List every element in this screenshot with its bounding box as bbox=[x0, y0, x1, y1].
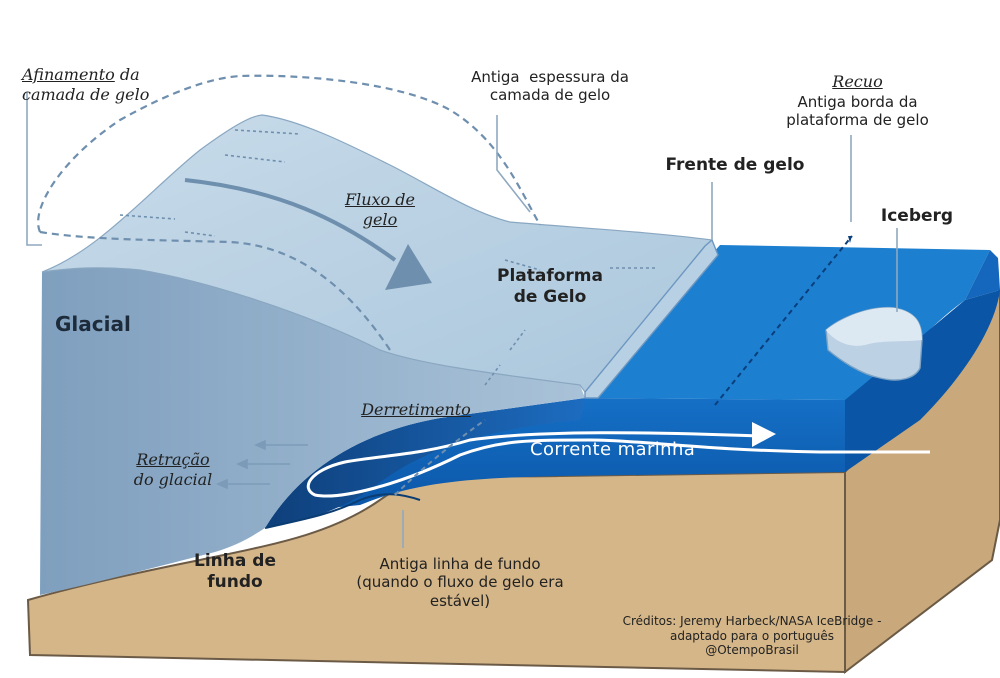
label-antiga-linha-line2: (quando o fluxo de gelo era bbox=[356, 573, 564, 592]
ocean-side bbox=[845, 290, 1000, 472]
label-retracao-line1: Retração bbox=[136, 450, 210, 469]
label-frente-de-gelo: Frente de gelo bbox=[665, 155, 805, 175]
former-base-dashed bbox=[39, 230, 391, 351]
label-antiga-espessura: Antiga espessura da camada de gelo bbox=[450, 68, 650, 105]
label-antiga-espessura-line1: Antiga espessura da bbox=[471, 68, 629, 86]
label-plataforma-line2: de Gelo bbox=[513, 286, 587, 307]
label-recuo: Recuo bbox=[832, 72, 883, 91]
label-linha-de-fundo-line1: Linha de bbox=[194, 551, 276, 571]
label-antiga-linha-de-fundo: Antiga linha de fundo (quando o fluxo de… bbox=[335, 555, 585, 610]
label-antiga-borda: Antiga borda da plataforma de gelo bbox=[770, 93, 945, 130]
old-shelf-edge-tip bbox=[848, 236, 852, 243]
label-antiga-espessura-line2: camada de gelo bbox=[489, 86, 611, 105]
ocean-current-arrow-head bbox=[752, 422, 776, 447]
label-antiga-borda-line1: Antiga borda da bbox=[797, 93, 918, 111]
ice-front-edge bbox=[584, 238, 719, 399]
ocean-front bbox=[310, 398, 845, 510]
label-afinamento-line2: camada de gelo bbox=[22, 84, 150, 104]
label-linha-de-fundo-line2: fundo bbox=[207, 571, 263, 592]
leader-lines bbox=[26, 92, 898, 548]
iceberg-top bbox=[826, 307, 922, 346]
cavity-floor bbox=[264, 493, 421, 529]
label-linha-de-fundo: Linha de fundo bbox=[180, 551, 290, 592]
ice-flow-arrow-head bbox=[385, 244, 432, 290]
label-creditos-line3: @OtempoBrasil bbox=[705, 643, 799, 658]
label-plataforma-line1: Plataforma bbox=[496, 266, 603, 286]
label-fluxo-line1: Fluxo de bbox=[345, 190, 415, 209]
label-afinamento-rest: da bbox=[114, 65, 140, 84]
label-antiga-linha-line1: Antiga linha de fundo bbox=[379, 555, 541, 573]
label-afinamento-word: Afinamento bbox=[22, 65, 115, 84]
label-antiga-borda-line2: plataforma de gelo bbox=[786, 111, 929, 130]
label-retracao-do-glacial: Retração do glacial bbox=[118, 450, 228, 489]
melting-dashed-line bbox=[394, 419, 486, 496]
ocean-current-path bbox=[306, 431, 930, 498]
label-corrente-marinha: Corrente marinha bbox=[530, 439, 696, 460]
retraction-arrows bbox=[216, 439, 308, 490]
label-plataforma-de-gelo: Plataforma de Gelo bbox=[485, 266, 615, 307]
label-afinamento: Afinamento da camada de gelo bbox=[22, 65, 149, 104]
label-creditos: Créditos: Jeremy Harbeck/NASA IceBridge … bbox=[612, 614, 892, 658]
former-thickness-dashed bbox=[37, 74, 541, 233]
label-creditos-line2: adaptado para o português bbox=[669, 628, 835, 643]
label-retracao-line2: do glacial bbox=[133, 469, 213, 489]
label-fluxo-de-gelo: Fluxo de gelo bbox=[330, 190, 430, 229]
label-creditos-line1: Créditos: Jeremy Harbeck/NASA IceBridge … bbox=[622, 614, 882, 628]
label-glacial: Glacial bbox=[55, 312, 131, 336]
label-antiga-linha-line3: estável) bbox=[429, 591, 491, 610]
surface-streaks bbox=[119, 129, 655, 386]
glacier-face bbox=[40, 267, 585, 595]
label-derretimento: Derretimento bbox=[361, 400, 471, 419]
label-iceberg: Iceberg bbox=[880, 206, 954, 226]
ocean-right-edge bbox=[965, 250, 1000, 300]
old-shelf-edge-dashed bbox=[714, 235, 853, 406]
label-fluxo-line2: gelo bbox=[362, 209, 398, 229]
ice-flow-arrow-shaft bbox=[184, 178, 397, 262]
